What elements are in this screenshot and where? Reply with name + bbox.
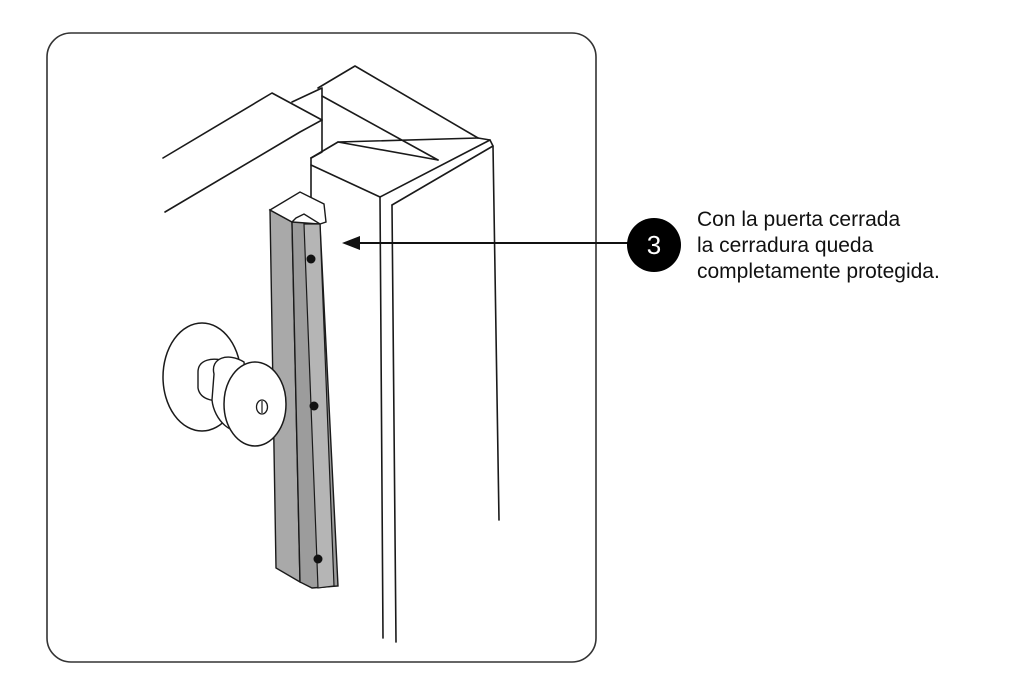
callout-line-1: Con la puerta cerrada <box>697 208 901 231</box>
lock-guard-inner <box>303 223 335 589</box>
screw-hole-top <box>306 254 316 264</box>
step-number: 3 <box>646 230 662 260</box>
door-knob <box>162 322 287 447</box>
lock-guard <box>268 191 339 589</box>
numbered-circle-icon <box>627 218 681 272</box>
callout-line-2: la cerradura queda <box>697 234 874 257</box>
arrow-left-icon <box>342 236 628 250</box>
door-frame-jamb <box>310 65 479 211</box>
lock-guard-top <box>268 191 327 225</box>
knob-face <box>223 361 287 447</box>
screw-hole-bottom <box>313 554 323 564</box>
callout-description: Con la puerta cerrada la cerradura queda… <box>697 207 1007 285</box>
screw-hole-middle <box>309 401 319 411</box>
callout-line-3: completamente protegida. <box>697 260 940 283</box>
door-leaf <box>379 137 500 643</box>
